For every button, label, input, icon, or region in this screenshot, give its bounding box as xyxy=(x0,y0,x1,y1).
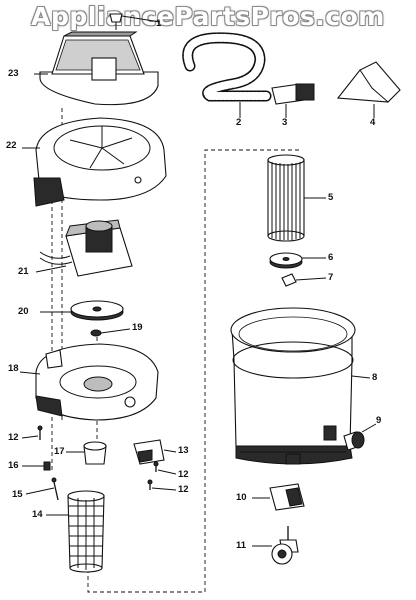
label-part-10: 10 xyxy=(236,492,247,503)
label-part-19: 19 xyxy=(132,322,143,333)
label-part-6: 6 xyxy=(328,252,334,263)
label-part-11: 11 xyxy=(236,540,247,551)
part-motor-housing xyxy=(22,117,167,207)
label-part-9: 9 xyxy=(376,415,382,426)
part-nozzle xyxy=(336,61,401,118)
watermark-text: AppliancePartsPros.com xyxy=(31,2,385,31)
label-part-4: 4 xyxy=(370,117,376,128)
part-filter xyxy=(267,154,326,242)
part-nut xyxy=(90,328,131,337)
label-part-13: 13 xyxy=(178,445,189,456)
part-adapter xyxy=(271,83,315,118)
label-part-2: 2 xyxy=(236,117,242,128)
part-caster-wheel xyxy=(252,526,299,565)
label-part-12-upper-right: 12 xyxy=(178,469,189,480)
label-part-15: 15 xyxy=(12,489,23,500)
label-part-22: 22 xyxy=(6,140,17,151)
label-part-14: 14 xyxy=(32,509,43,520)
part-bracket xyxy=(133,439,177,465)
part-cap xyxy=(66,441,107,465)
label-part-1: 1 xyxy=(156,18,162,29)
part-drain-cap xyxy=(343,423,377,451)
label-part-12-left: 12 xyxy=(8,432,19,443)
label-part-3: 3 xyxy=(282,117,288,128)
label-part-5: 5 xyxy=(328,192,334,203)
part-knob xyxy=(109,13,161,30)
label-part-23: 23 xyxy=(8,68,19,79)
part-wing-nut xyxy=(281,273,327,287)
part-hose xyxy=(182,32,272,118)
label-part-12-lower-right: 12 xyxy=(178,484,189,495)
label-part-8: 8 xyxy=(372,372,378,383)
part-float-cage xyxy=(46,490,105,573)
label-part-7: 7 xyxy=(328,272,334,283)
part-motor xyxy=(35,219,133,277)
part-fan xyxy=(40,300,124,321)
part-screws xyxy=(21,425,177,501)
label-part-20: 20 xyxy=(18,306,29,317)
part-base-plate xyxy=(19,343,159,421)
label-part-16: 16 xyxy=(8,460,19,471)
part-drum xyxy=(230,307,371,465)
part-filter-cap xyxy=(269,252,326,269)
label-part-18: 18 xyxy=(8,363,19,374)
label-part-21: 21 xyxy=(18,266,29,277)
part-caster-socket xyxy=(252,483,305,511)
label-part-17: 17 xyxy=(54,446,65,457)
part-motor-cover xyxy=(34,31,159,106)
